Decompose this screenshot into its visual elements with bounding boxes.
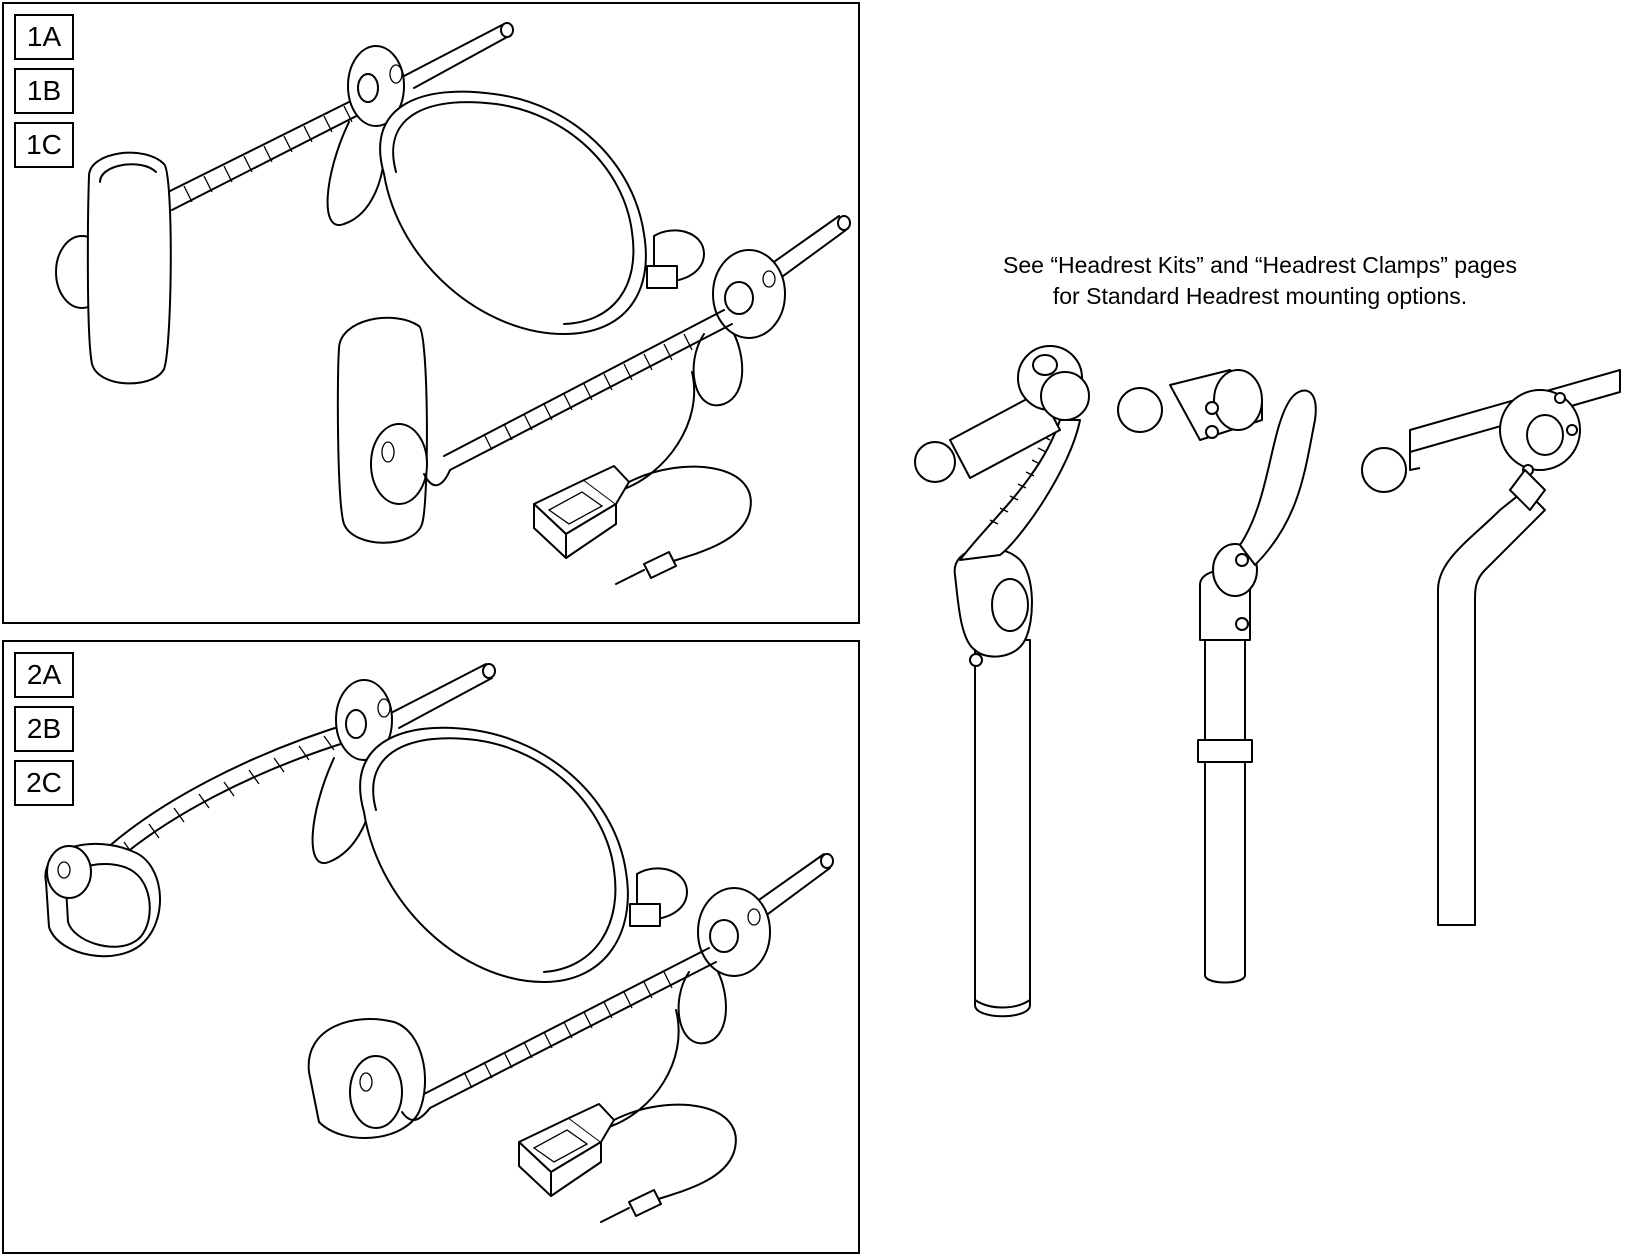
clamp-upper-icon xyxy=(347,45,405,127)
clamp-upper-icon xyxy=(335,679,393,761)
option-label-2a: 2A xyxy=(14,652,74,698)
db9-connector-icon xyxy=(533,465,630,559)
hinge-bracket-icon xyxy=(629,867,688,927)
option-labels-2: 2A 2B 2C xyxy=(14,652,74,806)
cable-loop-lower xyxy=(692,333,744,407)
cable-loop-lower xyxy=(677,971,727,1045)
option-label-2c: 2C xyxy=(14,760,74,806)
diagram-panel-1: 1A 1B 1C xyxy=(2,2,860,624)
option-label-2b: 2B xyxy=(14,706,74,752)
side-pad-round-icon xyxy=(44,843,161,958)
hinge-bracket-icon xyxy=(646,229,705,289)
option-label-1c: 1C xyxy=(14,122,74,168)
headrest-pad-icon xyxy=(379,90,647,335)
cable-lower xyxy=(623,371,696,490)
db9-connector-icon xyxy=(518,1103,615,1197)
flex-arm-segments-left xyxy=(183,105,353,203)
curved-mount-arm-icon xyxy=(914,345,1090,1018)
option-labels-1: 1A 1B 1C xyxy=(14,14,74,168)
note-line-2: for Standard Headrest mounting options. xyxy=(1052,283,1468,309)
audio-jack-icon xyxy=(600,1189,662,1223)
flex-arm-right xyxy=(443,309,733,471)
gooseneck-mount-arm-icon xyxy=(1117,369,1317,984)
audio-cable xyxy=(613,1103,737,1203)
square-bar-mount-icon xyxy=(1361,369,1621,926)
flex-arm-right xyxy=(423,947,717,1109)
side-pad-lower-icon xyxy=(336,316,451,544)
flex-arm-segments-right xyxy=(463,971,673,1089)
diagram-panel-2: 2A 2B 2C xyxy=(2,640,860,1254)
option-label-1b: 1B xyxy=(14,68,74,114)
side-pad-icon xyxy=(55,151,172,385)
clamp-lower-icon xyxy=(712,249,786,339)
option-label-1a: 1A xyxy=(14,14,74,60)
flex-arm-segments-right xyxy=(483,333,693,451)
flex-arm-left xyxy=(163,91,377,211)
flex-arm-segments-left xyxy=(123,735,335,857)
audio-cable xyxy=(628,465,752,565)
audio-jack-icon xyxy=(615,551,677,585)
clamp-lower-icon xyxy=(697,887,771,977)
cable-loop-upper xyxy=(326,121,385,227)
side-pad-lower-round-icon xyxy=(307,1018,431,1139)
headrest-assembly-2-illustration xyxy=(44,663,834,1223)
headrest-assembly-1-illustration xyxy=(55,22,851,585)
mount-rod-upper xyxy=(403,23,510,89)
note-line-1: See “Headrest Kits” and “Headrest Clamps… xyxy=(1003,252,1517,278)
headrest-pad-icon xyxy=(359,726,629,983)
mounting-options-note: See “Headrest Kits” and “Headrest Clamps… xyxy=(960,250,1560,312)
